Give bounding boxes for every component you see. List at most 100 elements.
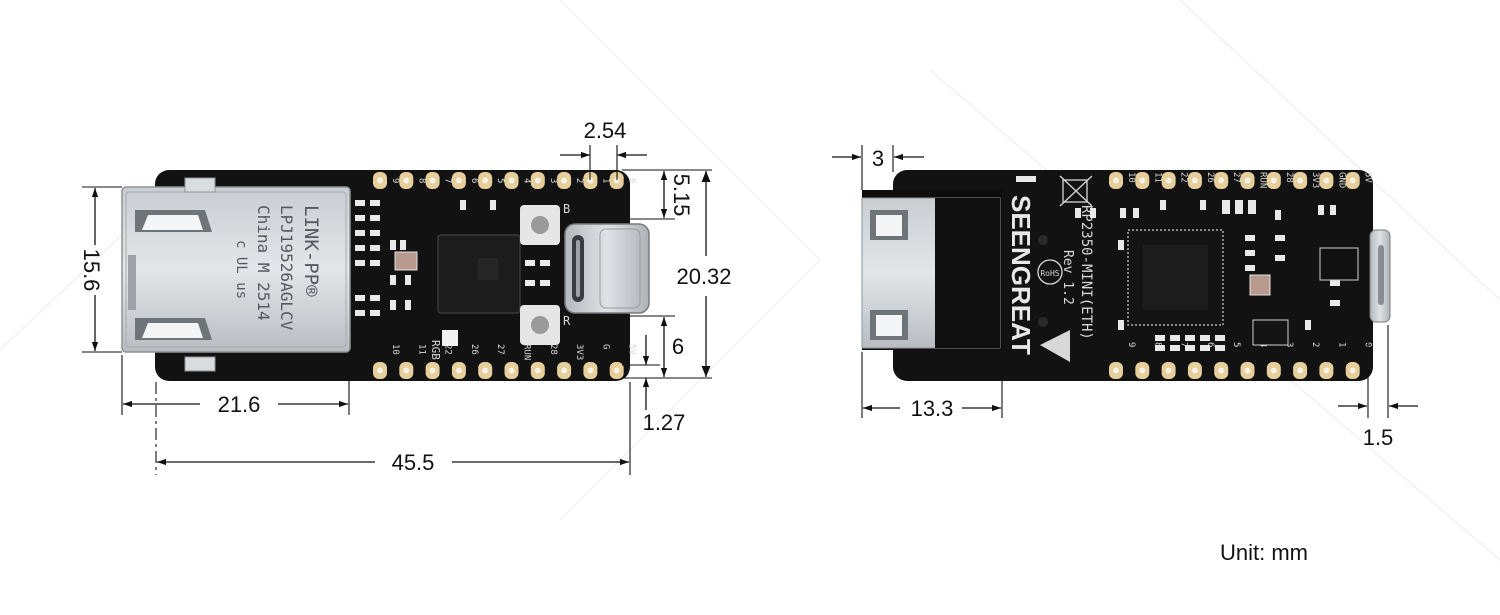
pin-label: 26 [1205, 172, 1215, 183]
pin-label: 9 [1126, 342, 1136, 347]
pin-hole [455, 177, 462, 184]
jack-part-text: LPJ19526AGLCV [277, 205, 296, 331]
pin-label: 5 [495, 178, 505, 183]
dim-board-length: 45.5 [392, 450, 435, 475]
pin-label: 5 [1231, 342, 1241, 347]
pin-label: 3V3 [1310, 172, 1320, 188]
pin-hole [587, 367, 594, 374]
jack-origin-text: China M 2514 [254, 205, 273, 321]
jack-ul-mark: c UL us [233, 240, 249, 299]
pin-label: 11 [1152, 172, 1162, 183]
pin-label: 26 [469, 344, 479, 355]
pin-hole [1139, 177, 1146, 184]
pin-label: 7 [1179, 342, 1189, 347]
label-rgb: RGB [429, 340, 442, 360]
pin-label: 28 [1284, 172, 1294, 183]
pin-hole [482, 367, 489, 374]
back-ethernet-jack [861, 190, 1002, 350]
pin-hole [377, 367, 383, 374]
esd-warning-icon [1040, 330, 1070, 362]
pin-label: 1 [1336, 342, 1346, 347]
pin-label: 27 [1231, 172, 1241, 183]
recycle-bin-icon [1059, 175, 1093, 207]
pin-hole [429, 367, 436, 374]
pin-hole [1113, 367, 1119, 374]
pin-hole [1191, 367, 1198, 374]
pin-hole [1270, 177, 1277, 184]
pin-label: 3 [1284, 342, 1294, 347]
pin-label: 7 [443, 178, 453, 183]
pin-hole [1191, 177, 1198, 184]
dim-usb-height: 20.32 [676, 264, 731, 289]
dim-top-offset: 5.15 [669, 174, 694, 217]
back-regulator [1319, 247, 1359, 281]
usb-c-connector [564, 223, 650, 314]
pin-label: 5V [627, 344, 637, 355]
dimension-lines [82, 145, 1418, 475]
ethernet-jack: LINK-PP® LPJ19526AGLCV China M 2514 c UL… [121, 177, 351, 372]
pin-label: 8 [416, 178, 426, 183]
rgb-led [442, 330, 458, 346]
boot-button [520, 205, 560, 245]
pin-label: 1 [600, 178, 610, 183]
pin-hole [1165, 177, 1172, 184]
pin-label: GND [1336, 172, 1346, 188]
back-passives [1075, 200, 1340, 351]
pin-hole [1113, 177, 1119, 184]
pin-hole [455, 367, 462, 374]
pin-hole [534, 367, 541, 374]
pin-hole [1244, 367, 1251, 374]
pin-hole [377, 177, 383, 184]
pin-label: 3V3 [574, 344, 584, 360]
dim-back-connector: 13.3 [911, 396, 954, 421]
pin-hole [587, 177, 594, 184]
unit-label: Unit: mm [1220, 540, 1308, 565]
brand-logo: SEENGREAT [1006, 195, 1036, 355]
pin-hole [613, 177, 620, 184]
label-b: B [563, 202, 570, 216]
pin-label: 2 [574, 178, 584, 183]
label-r: R [563, 314, 571, 328]
pin-hole [1323, 177, 1330, 184]
pin-label: 2 [1310, 342, 1320, 347]
pin-hole [1165, 367, 1172, 374]
back-usb-shell [1369, 229, 1391, 323]
pin-label: 11 [416, 344, 426, 355]
pin-label: 4 [522, 178, 532, 183]
pin-hole [403, 367, 410, 374]
pin-label: 8 [1152, 342, 1162, 347]
pin-label: 27 [495, 344, 505, 355]
pin-hole [1270, 367, 1277, 374]
pin-hole [1297, 177, 1304, 184]
jack-brand-text: LINK-PP® [300, 205, 322, 297]
pin-label: RUN [522, 344, 532, 360]
revision-label: Rev 1.2 [1060, 250, 1075, 305]
pin-hole [613, 367, 620, 374]
pin-hole [403, 177, 410, 184]
dim-pin-pitch: 2.54 [584, 118, 627, 143]
pin-label: 28 [548, 344, 558, 355]
dim-back-overhang: 3 [872, 146, 884, 171]
dim-connector-height: 15.6 [79, 249, 104, 292]
pin-label: 3 [548, 178, 558, 183]
dim-usb-protrusion: 1.5 [1363, 425, 1394, 450]
dim-pin-edge: 1.27 [643, 410, 686, 435]
pin-hole [1139, 367, 1146, 374]
back-small-chip [1252, 319, 1289, 346]
pin-hole [1323, 367, 1330, 374]
pin-label: RUN [1258, 172, 1268, 188]
pin-hole [534, 177, 541, 184]
mount-hole [1038, 317, 1048, 327]
pin-label: 22 [1179, 172, 1189, 183]
pin-label: 9 [390, 178, 400, 183]
pin-hole [1349, 367, 1356, 374]
pin-hole [1349, 177, 1356, 184]
reset-button [520, 305, 560, 345]
pin-label: G [600, 344, 610, 349]
pin-hole [508, 367, 515, 374]
